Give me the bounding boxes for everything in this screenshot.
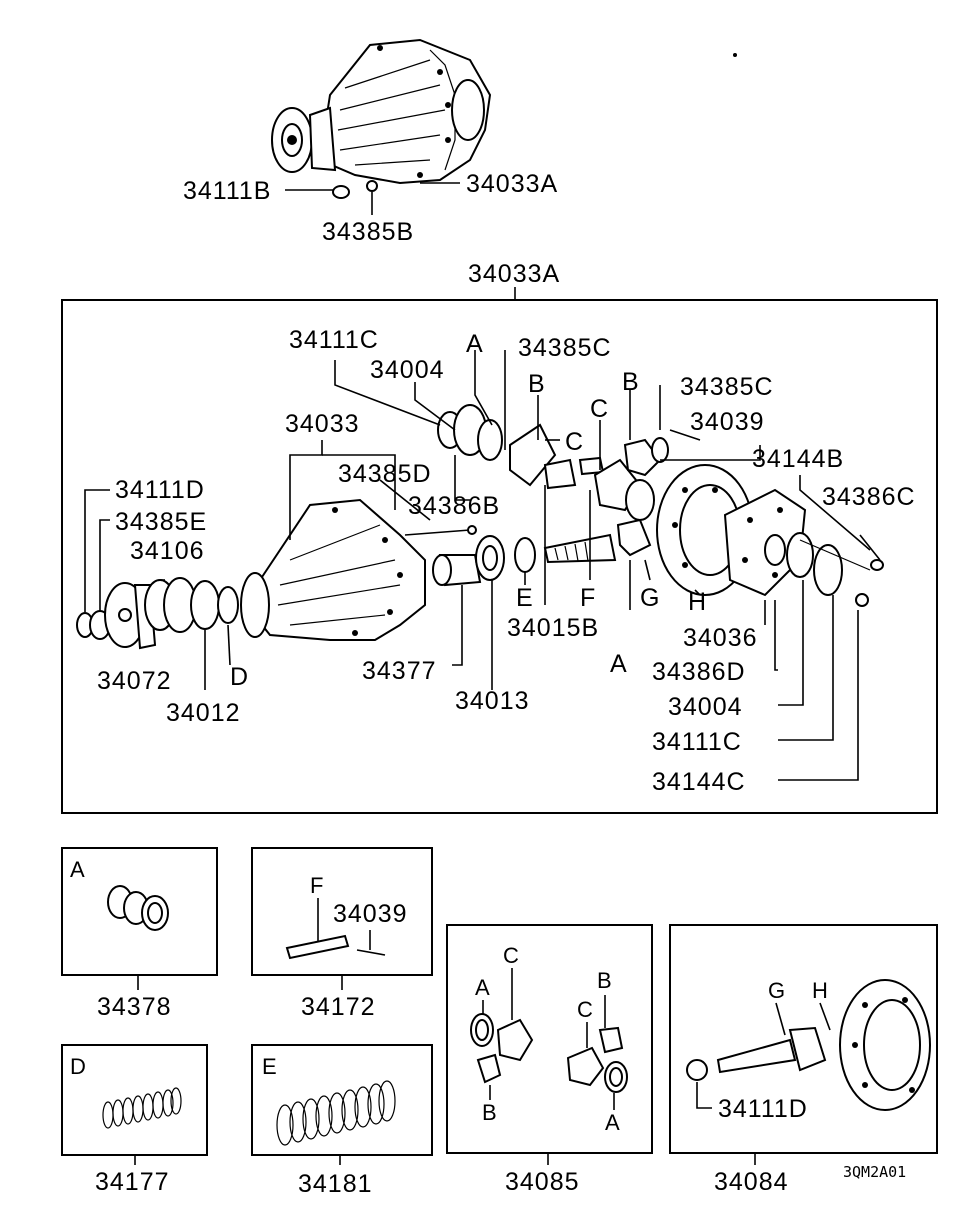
kit-34085-label-A-2: A [605, 1110, 620, 1135]
label-34013: 34013 [455, 687, 530, 715]
kit-34177: D 34177 [61, 1044, 208, 1196]
label-D: D [230, 663, 249, 691]
kit-34378: A 34378 [61, 847, 218, 1021]
label-34039: 34039 [690, 408, 765, 436]
kit-34181: E 34181 [251, 1044, 433, 1198]
label-34385C-b: 34385C [680, 373, 774, 401]
label-34106: 34106 [130, 537, 205, 565]
label-34111C-top: 34111C [289, 326, 379, 354]
label-B-2: B [622, 368, 640, 396]
label-34111D: 34111D [115, 476, 205, 504]
top-differential-assembly: 34111B 34385B 34033A [183, 38, 558, 246]
kit-34085-label-B-2: B [597, 968, 612, 993]
kit-letter-D: D [70, 1054, 86, 1079]
label-B-1: B [528, 370, 546, 398]
kit-34084-label-H: H [812, 978, 828, 1003]
label-F: F [580, 584, 596, 612]
main-frame-border [61, 299, 938, 814]
kit-34084: G H 34111D 34084 [669, 924, 938, 1196]
label-34072: 34072 [97, 667, 172, 695]
label-C-2: C [590, 395, 609, 423]
label-A-top: A [466, 330, 484, 358]
kit-letter-A: A [70, 857, 85, 882]
diagram-code: 3QM2A01 [843, 1163, 906, 1181]
label-34385D: 34385D [338, 460, 432, 488]
label-34012: 34012 [166, 699, 241, 727]
label-34385B: 34385B [322, 218, 414, 246]
label-34377: 34377 [362, 657, 437, 685]
kit-34085: C A B B C A 34085 [446, 924, 653, 1196]
label-34033: 34033 [285, 410, 360, 438]
label-34111C-r: 34111C [652, 728, 742, 756]
kit-part-34181: 34181 [298, 1170, 373, 1198]
label-34144B: 34144B [752, 445, 844, 473]
kit-34084-label-G: G [768, 978, 785, 1003]
label-34015B: 34015B [507, 614, 599, 642]
label-34386D: 34386D [652, 658, 746, 686]
kit-part-34378: 34378 [97, 993, 172, 1021]
kit-34085-label-C-1: C [503, 943, 519, 968]
label-G: G [640, 584, 660, 612]
kit-34085-label-C-2: C [577, 997, 593, 1022]
label-34004-r: 34004 [668, 693, 743, 721]
label-34386B: 34386B [408, 492, 500, 520]
kit-part-34085: 34085 [505, 1168, 580, 1196]
kit-34085-label-A-1: A [475, 975, 490, 1000]
label-C-1: C [565, 428, 584, 456]
kit-part-34177: 34177 [95, 1168, 170, 1196]
kit-34172-label-F: F [310, 873, 323, 898]
label-34385C-a: 34385C [518, 334, 612, 362]
label-34004-top: 34004 [370, 356, 445, 384]
frame-title-34033A: 34033A [468, 260, 560, 288]
label-H: H [688, 588, 707, 616]
label-A-low: A [610, 650, 628, 678]
label-34111B: 34111B [183, 177, 271, 205]
kit-letter-E: E [262, 1054, 277, 1079]
label-34036: 34036 [683, 624, 758, 652]
kit-34172: F 34039 34172 [251, 847, 433, 1021]
label-34385E: 34385E [115, 508, 207, 536]
kit-part-34084: 34084 [714, 1168, 789, 1196]
main-exploded-frame: 34033A [61, 260, 938, 814]
label-34144C: 34144C [652, 768, 746, 796]
kit-34172-label-34039: 34039 [333, 900, 408, 928]
label-34386C: 34386C [822, 483, 916, 511]
label-34033A-top: 34033A [466, 170, 558, 198]
kit-part-34172: 34172 [301, 993, 376, 1021]
kit-34085-label-B-1: B [482, 1100, 497, 1125]
label-E: E [516, 584, 534, 612]
kit-34084-label-34111D: 34111D [718, 1095, 808, 1123]
